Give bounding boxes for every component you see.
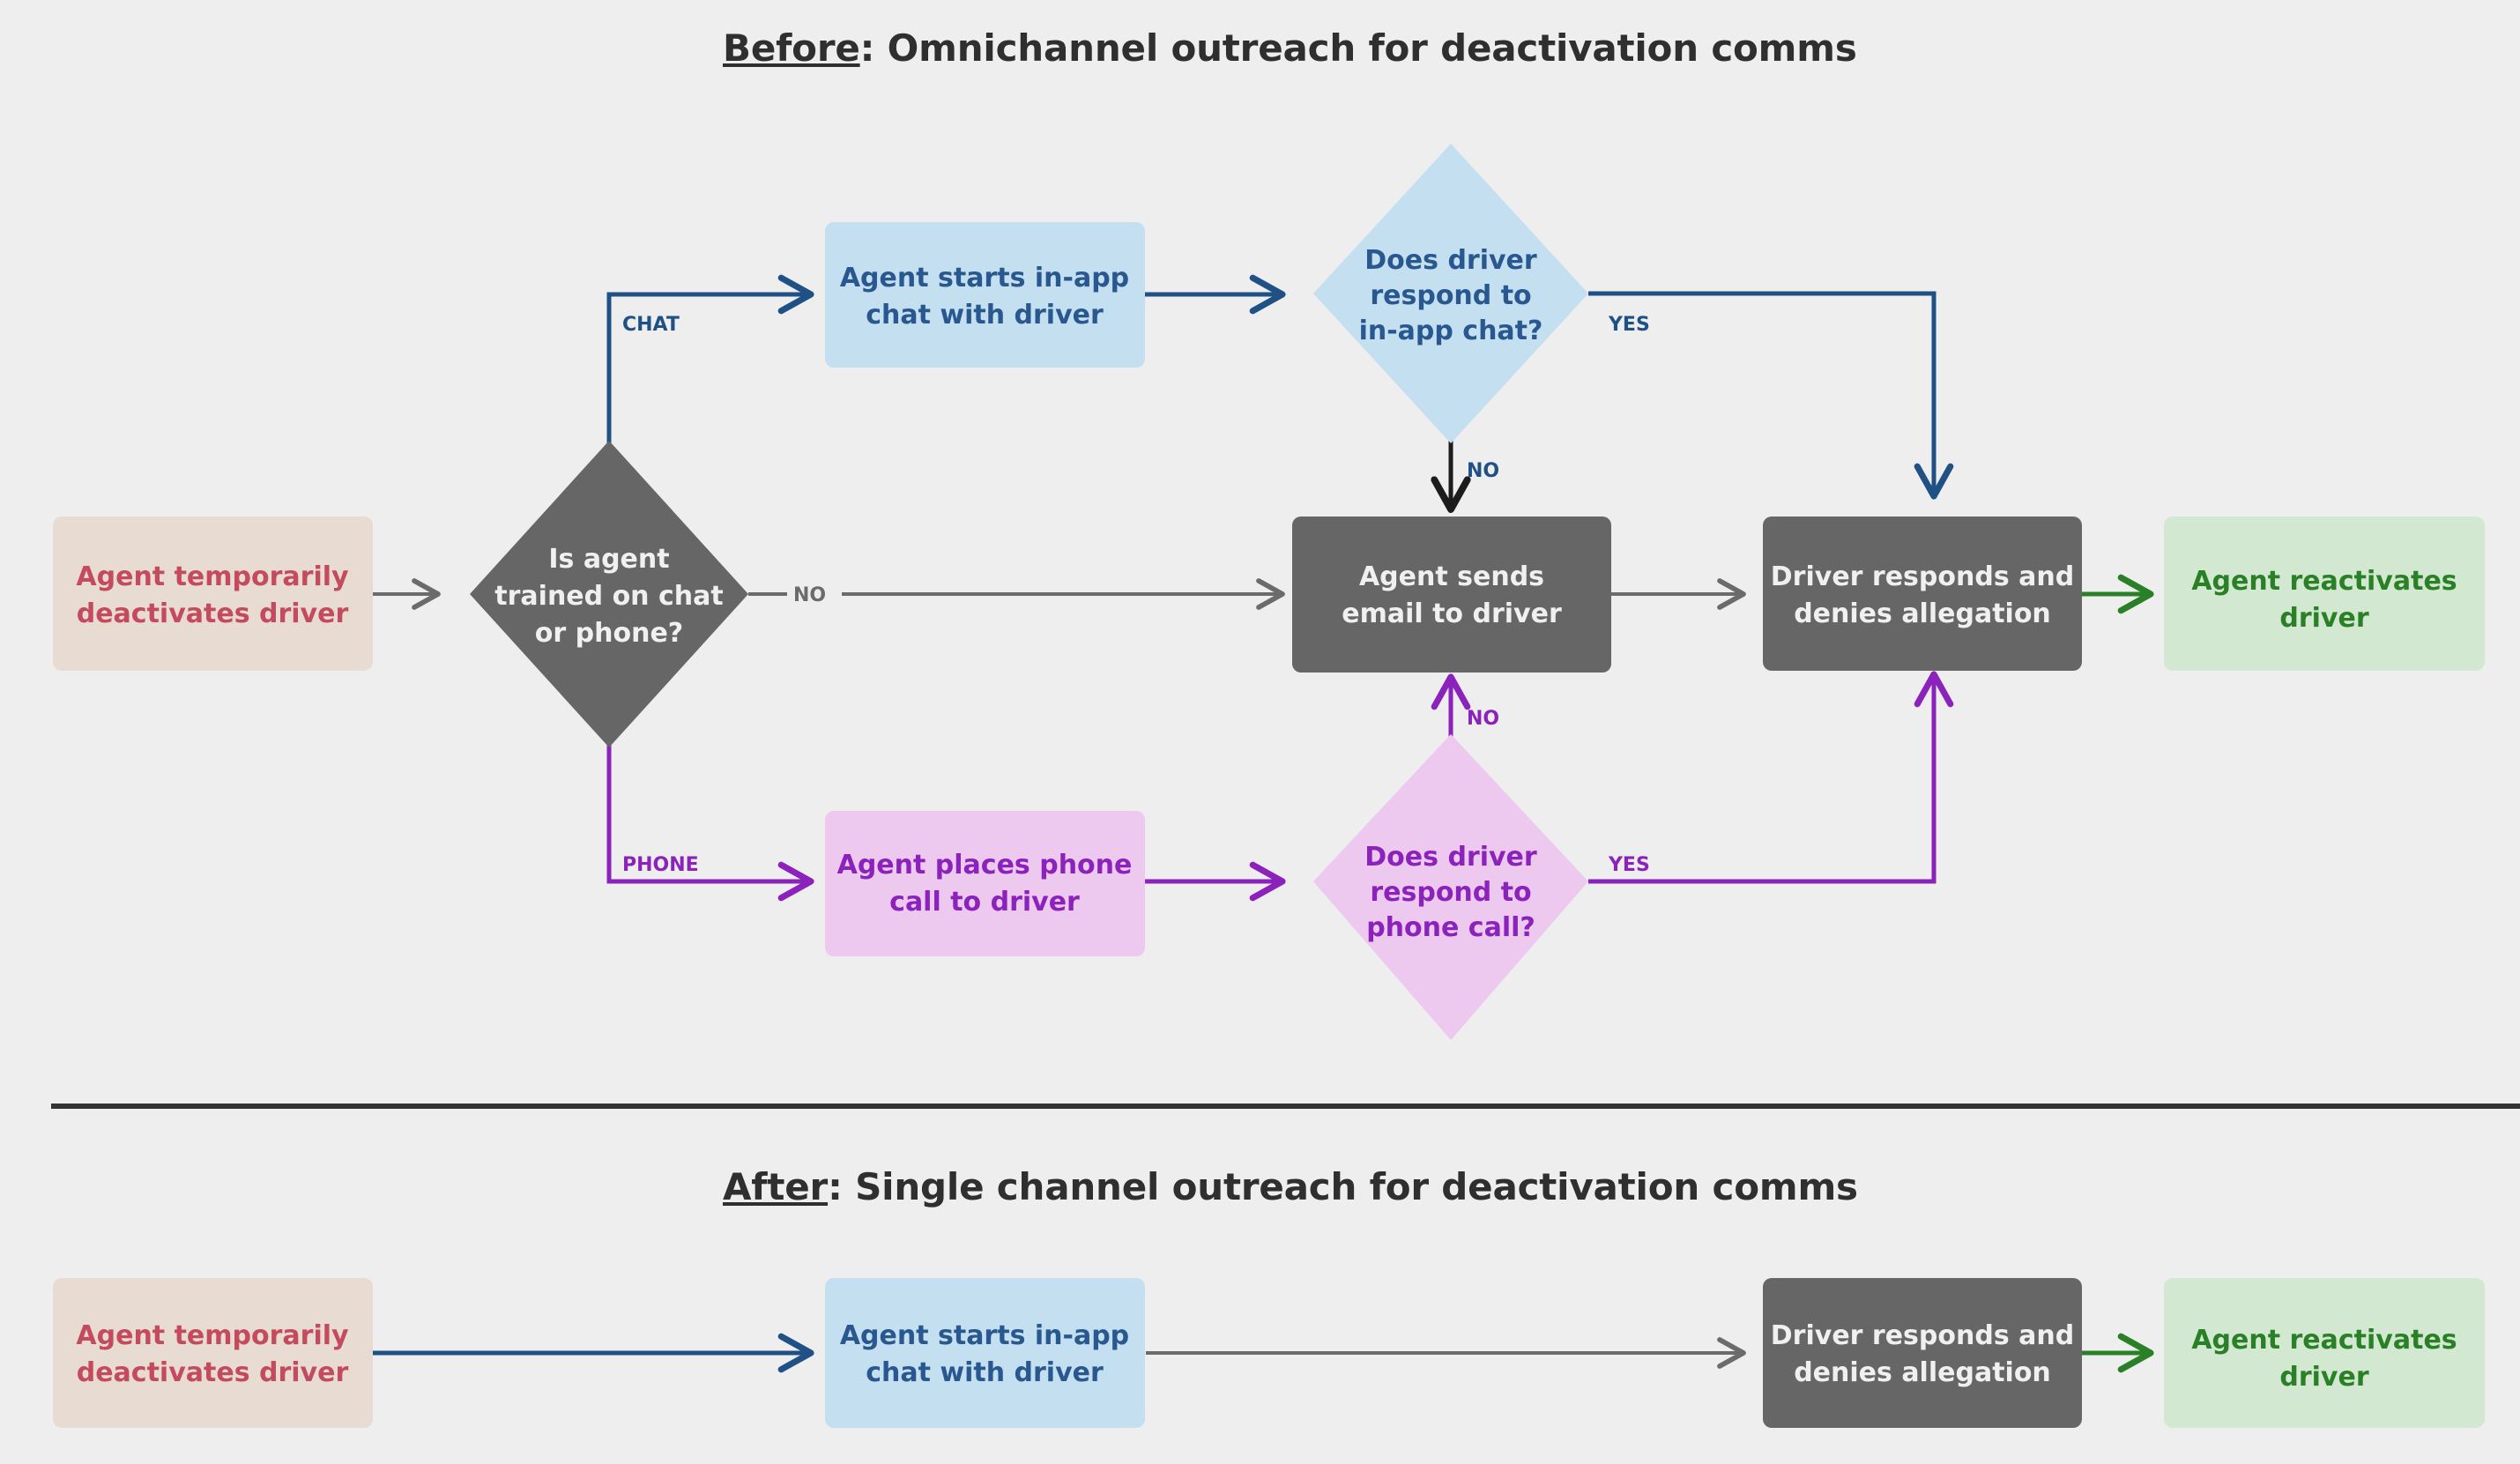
node-before-channel-decision-shape bbox=[470, 441, 748, 747]
node-before-phone-decision-line3: phone call? bbox=[1366, 912, 1535, 943]
edge-label-phone: PHONE bbox=[622, 854, 699, 876]
node-before-chat-decision[interactable]: Does driver respond to in-app chat? bbox=[1313, 144, 1588, 443]
before-section-title: Before: Omnichannel outreach for deactiv… bbox=[723, 26, 1857, 70]
node-before-chat-action-shape bbox=[825, 222, 1145, 368]
after-title-keyword: After bbox=[723, 1165, 829, 1208]
edge-label-channel-no: NO bbox=[793, 584, 826, 606]
node-before-channel-decision-line3: or phone? bbox=[535, 618, 683, 649]
edge-chat-yes bbox=[1588, 291, 1954, 500]
node-before-phone-decision-shape bbox=[1313, 734, 1588, 1040]
node-before-channel-decision-line1: Is agent bbox=[548, 544, 669, 575]
node-before-start-line2: deactivates driver bbox=[77, 598, 349, 629]
node-before-driver-responds-line2: denies allegation bbox=[1794, 598, 2051, 629]
node-before-chat-decision-line1: Does driver bbox=[1364, 245, 1537, 276]
node-before-phone-action-line1: Agent places phone bbox=[837, 850, 1133, 881]
node-before-start-line1: Agent temporarily bbox=[76, 561, 349, 592]
node-after-reactivate-line1: Agent reactivates bbox=[2191, 1325, 2457, 1356]
node-after-driver-responds[interactable]: Driver responds and denies allegation bbox=[1763, 1278, 2082, 1428]
node-after-start[interactable]: Agent temporarily deactivates driver bbox=[53, 1278, 373, 1428]
node-before-start-shape bbox=[53, 516, 373, 671]
node-before-email-action[interactable]: Agent sends email to driver bbox=[1292, 516, 1611, 673]
edge-label-phone-no: NO bbox=[1467, 708, 1499, 730]
node-before-chat-action[interactable]: Agent starts in-app chat with driver bbox=[825, 222, 1145, 368]
node-after-reactivate-shape bbox=[2164, 1278, 2485, 1428]
node-before-reactivate[interactable]: Agent reactivates driver bbox=[2164, 516, 2485, 671]
node-before-email-action-shape bbox=[1292, 516, 1611, 673]
node-before-chat-action-line1: Agent starts in-app bbox=[840, 263, 1129, 294]
node-before-chat-decision-line3: in-app chat? bbox=[1359, 316, 1543, 346]
node-before-phone-action[interactable]: Agent places phone call to driver bbox=[825, 811, 1145, 956]
node-after-driver-responds-shape bbox=[1763, 1278, 2082, 1428]
node-before-reactivate-shape bbox=[2164, 516, 2485, 671]
node-before-chat-action-line2: chat with driver bbox=[866, 300, 1104, 331]
edge-phone-yes bbox=[1588, 671, 1954, 884]
edge-label-chat-yes: YES bbox=[1608, 314, 1650, 336]
node-before-start[interactable]: Agent temporarily deactivates driver bbox=[53, 516, 373, 671]
node-before-phone-action-line2: call to driver bbox=[889, 887, 1080, 918]
node-before-reactivate-line1: Agent reactivates bbox=[2191, 566, 2457, 597]
node-after-start-line1: Agent temporarily bbox=[76, 1320, 349, 1351]
node-after-reactivate-line2: driver bbox=[2279, 1362, 2368, 1393]
node-before-email-action-line2: email to driver bbox=[1342, 598, 1562, 629]
node-before-driver-responds-line1: Driver responds and bbox=[1771, 561, 2074, 592]
node-after-chat-action[interactable]: Agent starts in-app chat with driver bbox=[825, 1278, 1145, 1428]
node-after-chat-action-line1: Agent starts in-app bbox=[840, 1320, 1129, 1351]
node-before-reactivate-line2: driver bbox=[2279, 603, 2368, 634]
node-after-driver-responds-line2: denies allegation bbox=[1794, 1357, 2051, 1388]
before-title-rest: : Omnichannel outreach for deactivation … bbox=[859, 26, 1857, 70]
node-before-chat-decision-shape bbox=[1313, 144, 1588, 443]
before-title-keyword: Before bbox=[723, 26, 860, 70]
node-before-phone-decision[interactable]: Does driver respond to phone call? bbox=[1313, 734, 1588, 1040]
node-after-start-shape bbox=[53, 1278, 373, 1428]
node-before-phone-action-shape bbox=[825, 811, 1145, 956]
node-after-driver-responds-line1: Driver responds and bbox=[1771, 1320, 2074, 1351]
node-before-email-action-line1: Agent sends bbox=[1359, 561, 1544, 592]
edge-label-phone-yes: YES bbox=[1608, 854, 1650, 876]
node-before-phone-decision-line1: Does driver bbox=[1364, 842, 1537, 873]
after-section-title: After: Single channel outreach for deact… bbox=[723, 1165, 1858, 1208]
node-before-driver-responds[interactable]: Driver responds and denies allegation bbox=[1763, 516, 2082, 671]
node-before-channel-decision[interactable]: Is agent trained on chat or phone? bbox=[470, 441, 748, 747]
node-before-phone-decision-line2: respond to bbox=[1370, 877, 1531, 908]
node-after-reactivate[interactable]: Agent reactivates driver bbox=[2164, 1278, 2485, 1428]
node-before-channel-decision-line2: trained on chat bbox=[494, 581, 723, 612]
node-after-chat-action-line2: chat with driver bbox=[866, 1357, 1104, 1388]
node-after-chat-action-shape bbox=[825, 1278, 1145, 1428]
after-title-rest: : Single channel outreach for deactivati… bbox=[828, 1165, 1858, 1208]
node-before-driver-responds-shape bbox=[1763, 516, 2082, 671]
node-after-start-line2: deactivates driver bbox=[77, 1357, 349, 1388]
node-before-chat-decision-line2: respond to bbox=[1370, 280, 1531, 311]
edge-label-chat: CHAT bbox=[622, 314, 680, 336]
edge-label-chat-no: NO bbox=[1467, 460, 1499, 482]
